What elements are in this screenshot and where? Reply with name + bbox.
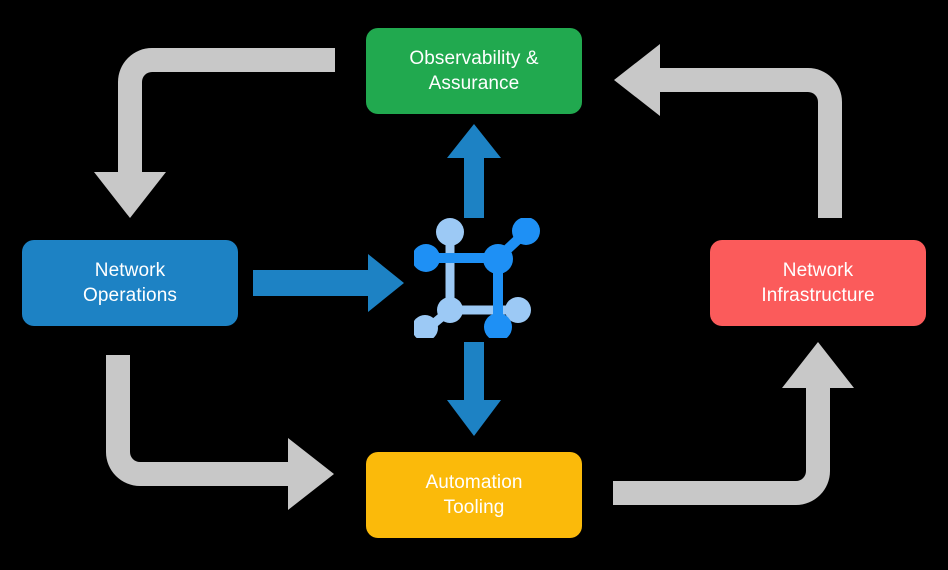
box-network-operations[interactable]: Network Operations (22, 240, 238, 326)
arrow-operations-to-center (253, 254, 404, 312)
arrow-automation-to-infrastructure (613, 342, 854, 505)
box-observability-and-assurance[interactable]: Observability & Assurance (366, 28, 582, 114)
arrow-center-to-automation (447, 342, 501, 436)
arrow-operations-to-automation (106, 355, 334, 510)
box-automation-tooling[interactable]: Automation Tooling (366, 452, 582, 538)
network-nodes-primary (412, 217, 540, 341)
network-nodes-secondary (412, 218, 531, 341)
box-network-infrastructure[interactable]: Network Infrastructure (710, 240, 926, 326)
network-topology-icon (412, 217, 542, 341)
arrow-infrastructure-to-observability (614, 44, 842, 218)
arrow-observability-to-operations (94, 48, 335, 218)
arrow-center-to-observability (447, 124, 501, 218)
